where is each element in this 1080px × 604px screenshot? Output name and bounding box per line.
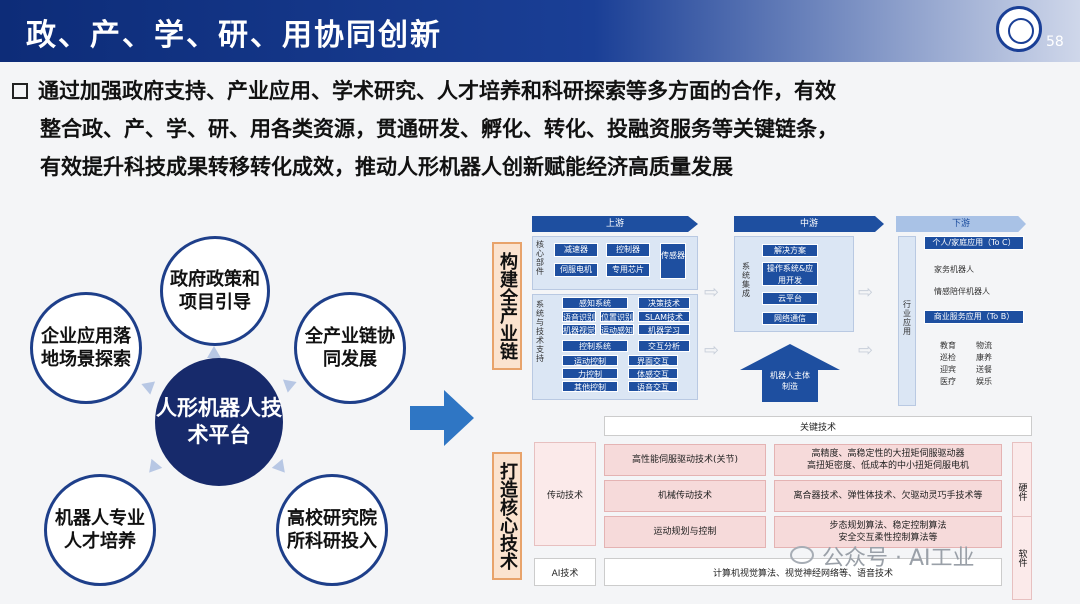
sys-item: 运动控制	[562, 355, 618, 366]
intro-line-1: 通过加强政府支持、产业应用、学术研究、人才培养和科研探索等多方面的合作，有效	[12, 72, 1074, 110]
sys-item: 感知系统	[562, 297, 628, 309]
hub-arrow-down-left-icon	[143, 458, 163, 478]
consumer-item: 情感陪伴机器人	[934, 287, 990, 296]
system-support-label: 系统与技术支持	[536, 300, 544, 363]
core-item: 减速器	[554, 243, 598, 257]
business-item: 教育	[940, 341, 956, 350]
business-item: 娱乐	[976, 377, 992, 386]
core-item: 专用芯片	[606, 263, 650, 277]
stage-midstream: 中游	[734, 216, 884, 232]
intro-paragraph: 通过加强政府支持、产业应用、学术研究、人才培养和科研探索等多方面的合作，有效 整…	[12, 72, 1074, 186]
sys-item: SLAM技术	[638, 311, 690, 322]
slide-header: 政、产、学、研、用协同创新 58	[0, 0, 1080, 62]
label-industry-chain: 构建全产业链	[492, 242, 522, 370]
core-row-name: 机械传动技术	[604, 480, 766, 512]
sys-item: 运动感知	[600, 324, 634, 335]
core-row-desc: 离合器技术、弹性体技术、欠驱动灵巧手技术等	[774, 480, 1002, 512]
industry-application-label: 行业应用	[903, 300, 911, 336]
core-item: 伺服电机	[554, 263, 598, 277]
hub-arrow-left-icon	[138, 377, 156, 395]
intro-line-2: 整合政、产、学、研、用各类资源，贯通研发、孵化、转化、投融资服务等关键链条，	[40, 117, 838, 141]
chain-arrow-icon: ⇨	[704, 340, 720, 361]
core-row-desc: 高精度、高稳定性的大扭矩伺服驱动器 高扭矩密度、低成本的中小扭矩伺服电机	[774, 444, 1002, 476]
stage-downstream: 下游	[896, 216, 1026, 232]
node-industry: 全产业链协同发展	[294, 292, 406, 404]
node-gov: 政府政策和项目引导	[160, 236, 270, 346]
sys-item: 语音识别	[562, 311, 596, 322]
key-tech-header: 关键技术	[604, 416, 1032, 436]
sys-item: 语音交互	[628, 381, 678, 392]
core-row-desc: 步态规划算法、稳定控制算法 安全交互柔性控制算法等	[774, 516, 1002, 548]
sys-item: 位置识别	[600, 311, 634, 322]
intro-line-3: 有效提升科技成果转移转化成效，推动人形机器人创新赋能经济高质量发展	[40, 155, 733, 179]
sys-item: 机器视觉	[562, 324, 596, 335]
panel-industry-application	[898, 236, 916, 406]
system-integration-label: 系统集成	[742, 262, 750, 298]
mid-item: 云平台	[762, 292, 818, 305]
robot-body-arrow-icon	[740, 344, 840, 402]
sys-item: 体感交互	[628, 368, 678, 379]
mid-item: 解决方案	[762, 244, 818, 257]
hub-arrow-right-icon	[282, 375, 300, 393]
core-item: 控制器	[606, 243, 650, 257]
sys-item: 界面交互	[628, 355, 678, 366]
sys-item: 机器学习	[638, 324, 690, 335]
checkbox-bullet-icon	[12, 83, 28, 99]
robot-body-manufacturing: 机器人主体制造	[770, 371, 810, 391]
consumer-item: 家务机器人	[934, 265, 974, 274]
node-talent: 机器人专业人才培养	[44, 474, 156, 586]
hub-arrow-up-icon	[207, 346, 221, 358]
wechat-icon	[790, 546, 814, 564]
sys-item: 决策技术	[638, 297, 690, 309]
sys-item: 其他控制	[562, 381, 618, 392]
core-row-name: 运动规划与控制	[604, 516, 766, 548]
business-item: 送餐	[976, 365, 992, 374]
node-enterprise: 企业应用落地场景探索	[30, 292, 142, 404]
chain-arrow-icon: ⇨	[858, 340, 874, 361]
stage-upstream: 上游	[532, 216, 698, 232]
university-logo-icon	[996, 6, 1042, 52]
sys-item: 控制系统	[562, 340, 628, 352]
ai-tech-cell: AI技术	[534, 558, 596, 586]
watermark-text: 公众号 · AI工业	[822, 546, 975, 571]
big-right-arrow-icon	[410, 390, 474, 446]
core-item: 传感器	[660, 243, 686, 279]
mid-item: 操作系统&应用开发	[762, 262, 818, 286]
mid-item: 网络通信	[762, 312, 818, 325]
core-row-name: 高性能伺服驱动技术(关节)	[604, 444, 766, 476]
node-university: 高校研究院所科研投入	[276, 474, 388, 586]
business-item: 巡检	[940, 353, 956, 362]
consumer-title: 个人/家庭应用（To C）	[924, 236, 1024, 250]
hub-arrow-down-right-icon	[271, 458, 291, 478]
business-item: 物流	[976, 341, 992, 350]
page-number: 58	[1046, 34, 1064, 50]
sys-item: 力控制	[562, 368, 618, 379]
hub-center: 人形机器人技术平台	[155, 358, 283, 486]
business-item: 医疗	[940, 377, 956, 386]
sys-item: 交互分析	[638, 340, 690, 352]
chain-arrow-icon: ⇨	[858, 282, 874, 303]
software-tag: 软件	[1012, 516, 1032, 600]
core-parts-label: 核心部件	[536, 240, 544, 276]
business-item: 迎宾	[940, 365, 956, 374]
business-title: 商业服务应用（To B）	[924, 310, 1024, 324]
business-item: 康养	[976, 353, 992, 362]
chain-arrow-icon: ⇨	[704, 282, 720, 303]
slide-title: 政、产、学、研、用协同创新	[26, 18, 442, 53]
drive-tech-cell: 传动技术	[534, 442, 596, 546]
label-core-tech: 打造核心技术	[492, 452, 522, 580]
